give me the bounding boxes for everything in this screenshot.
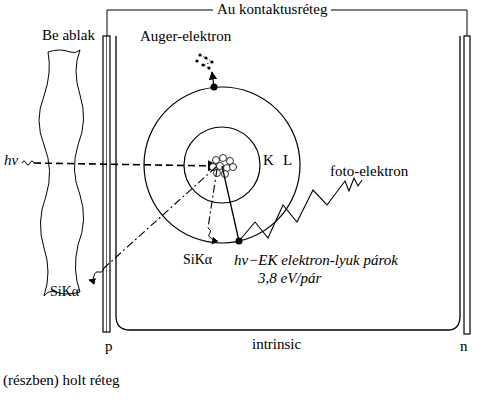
layer-label: p [105,338,113,355]
pair-label: hν−EK elektron-lyuk párok [234,252,398,269]
sika-label: SiKα [50,284,79,300]
p-layer-line [106,36,107,332]
photoelectron-label: foto-elektron [330,163,408,180]
window-label: Be ablak [42,27,95,44]
shell-label: L [283,152,292,169]
auger-track [200,55,212,68]
photon-path [34,163,218,166]
photon-label: hν [4,152,18,169]
photoelectron-track [239,178,362,241]
intrinsic-body [116,36,460,330]
dead-layer-label: (részben) holt réteg [3,372,120,389]
sika-escape-wave [89,268,104,280]
auger-label: Auger-elektron [140,28,231,45]
photon-wave [22,161,34,165]
photoelectron-path [222,166,239,241]
layer-label: n [460,338,468,355]
shell-label: K [263,152,274,169]
k-shell [184,127,260,203]
nucleus [210,155,237,178]
contact-label: Au kontaktusréteg [213,1,331,18]
sika-wave [208,228,213,244]
region-label: intrinsic [252,336,301,353]
sika-label: SiKα [183,252,212,268]
be-window [39,50,84,296]
n-layer [464,36,470,334]
sika-escape-path [104,167,216,268]
p-layer [103,36,110,332]
energy-label: 3,8 eV/pár [258,270,321,287]
auger-cloud [195,53,213,69]
sika-path [208,169,217,228]
auger-arrow [212,72,214,87]
